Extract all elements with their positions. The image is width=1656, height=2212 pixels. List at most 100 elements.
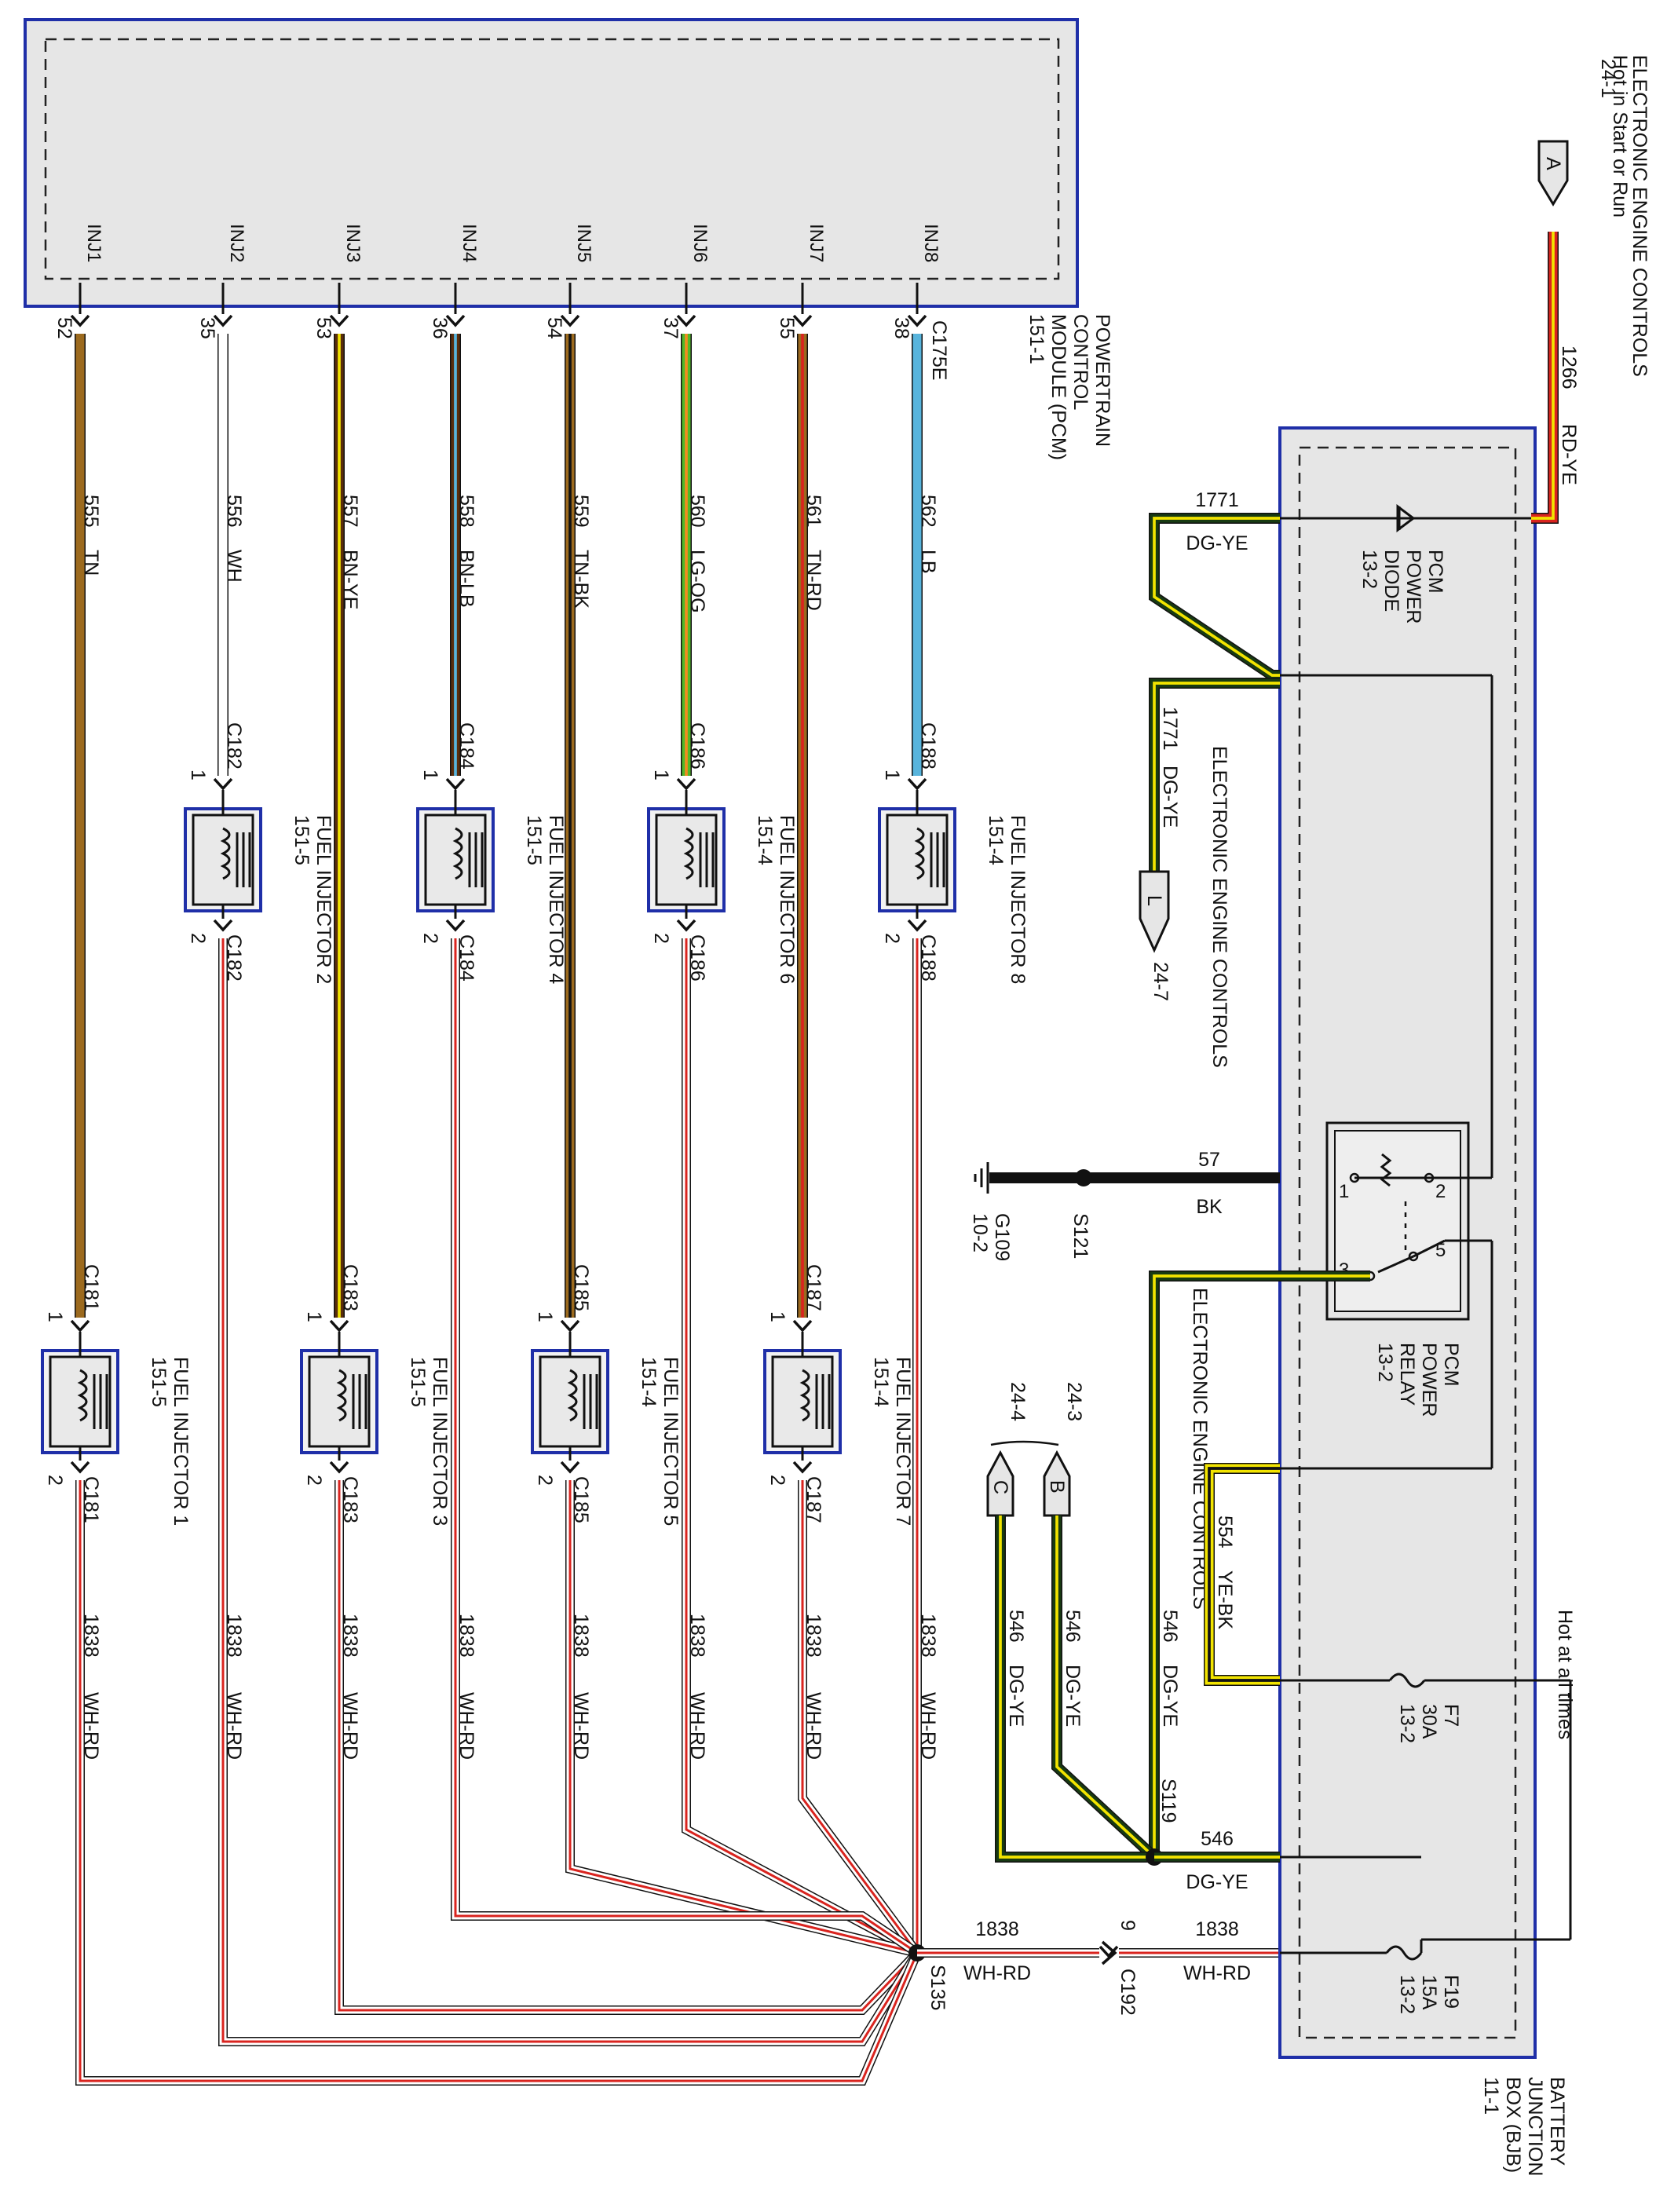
eec-c-page: 24-4	[1007, 1382, 1029, 1421]
inj-4-circuit-number: 558	[455, 495, 477, 528]
inj-5-circuit-number: 559	[570, 495, 592, 528]
wire-546-color-b: DG-YE	[1062, 1665, 1084, 1727]
g109-page: 10-2	[969, 1213, 991, 1252]
f7-name-line-1: 30A	[1418, 1704, 1440, 1739]
inj-1-conn1: C181	[80, 1264, 102, 1311]
wire-57-number: 57	[1198, 1149, 1220, 1171]
wire-57-color: BK	[1196, 1196, 1223, 1218]
eec-a-page: 24-1	[1597, 59, 1619, 98]
diode-name-line-1: POWER	[1402, 550, 1424, 623]
inj-4-pcm-pin: 36	[429, 317, 451, 339]
inj-1-pcm-pin: 52	[53, 317, 75, 339]
wire-1771-color: DG-YE	[1186, 532, 1248, 554]
inj-7-pin2: 2	[766, 1475, 788, 1486]
inj-5-conn1: C185	[570, 1264, 592, 1311]
wire-554-number: 554	[1214, 1515, 1236, 1548]
inj-2-coil-icon	[220, 827, 231, 880]
inj-1-return-circuit: 1838	[80, 1614, 102, 1658]
wire-1771-number-b: 1771	[1159, 707, 1181, 751]
inj-2-circuit-color: WH	[223, 550, 245, 583]
relay-name-line-1: POWER	[1418, 1343, 1440, 1417]
inj-6-pin-name: INJ6	[689, 224, 711, 262]
inj-2-return-color: WH-RD	[223, 1692, 245, 1760]
relay-pin1: 1	[1339, 1181, 1349, 1202]
wire-1771-a-stripe	[1153, 517, 1280, 677]
pcm-power-relay-outer	[1325, 1121, 1470, 1321]
inj-8-pin1: 1	[881, 770, 903, 781]
inj-5-pcm-pin: 54	[543, 317, 565, 339]
inj-1-return-color: WH-RD	[80, 1692, 102, 1760]
pcm-connector-c175e: C175E	[928, 320, 950, 380]
hot-at-all-times-label: Hot at all times	[1554, 1610, 1576, 1739]
inj-5-circuit-color: TN-BK	[570, 550, 592, 609]
inj-1-circuit-number: 555	[80, 495, 102, 528]
inj-8-pin-name: INJ8	[920, 224, 941, 262]
inj-3-return-circuit: 1838	[339, 1614, 361, 1658]
wire-1771-b-stripe	[1153, 682, 1280, 872]
pcm-module-internal	[44, 38, 1060, 280]
eec-a-title-line-0: ELECTRONIC ENGINE CONTROLS	[1629, 55, 1651, 377]
inj-3-pcm-pin: 53	[313, 317, 334, 339]
inj-2-pin-name: INJ2	[226, 224, 247, 262]
inj-5-c1-arrow	[560, 1319, 580, 1333]
wire-546-color-a: DG-YE	[1159, 1665, 1181, 1727]
inj-7-return-color: WH-RD	[802, 1692, 824, 1760]
inj-8-return-circuit: 1838	[917, 1614, 939, 1658]
inj-3-return-wire-stripe	[338, 1480, 919, 2012]
inj-2-c2-arrow	[213, 919, 233, 932]
inj-5-coil-icon	[567, 1369, 578, 1422]
inj-7-return-wire-stripe	[801, 1480, 919, 1954]
inj-7-injector-name: FUEL INJECTOR 7	[892, 1357, 914, 1526]
relay-name-line-3: 13-2	[1374, 1343, 1396, 1382]
inj-6-circuit-number: 560	[686, 495, 708, 528]
inj-7-circuit-color: TN-RD	[802, 550, 824, 611]
inj-1-c1-arrow	[70, 1319, 90, 1333]
eec-a-subtitle: Hot in Start or Run	[1609, 55, 1631, 218]
relay-switch-arm	[1377, 1255, 1414, 1274]
relay-name-line-2: RELAY	[1396, 1343, 1418, 1406]
inj-4-c1-arrow	[445, 777, 466, 791]
inj-3-circuit-color: BN-YE	[339, 550, 361, 609]
inj-8-circuit-color: LB	[917, 550, 939, 574]
pcm-name-line-0: POWERTRAIN	[1091, 314, 1113, 447]
wire-1838-label-a: 1838	[975, 1918, 1019, 1940]
inj-4-pcm-arrow	[445, 314, 466, 327]
inj-7-return-circuit: 1838	[802, 1614, 824, 1658]
inj-3-injector-name: FUEL INJECTOR 3	[429, 1357, 451, 1526]
inj-8-pcm-arrow	[907, 314, 927, 327]
inj-5-pin2: 2	[534, 1475, 556, 1486]
inj-6-pin1: 1	[650, 770, 672, 781]
inj-8-coil-icon	[914, 827, 925, 880]
inj-1-pin-name: INJ1	[83, 224, 104, 262]
inj-5-return-color: WH-RD	[570, 1692, 592, 1760]
inj-7-pin-name: INJ7	[806, 224, 827, 262]
inj-4-circuit-color: BN-LB	[455, 550, 477, 608]
wire-1266-number: 1266	[1558, 346, 1580, 389]
wire-1771-color-b: DG-YE	[1159, 766, 1181, 828]
inj-6-pcm-arrow	[676, 314, 696, 327]
eec-b-page: 24-3	[1063, 1382, 1085, 1421]
inj-4-coil-icon	[452, 827, 463, 880]
inj-1-pin1: 1	[44, 1311, 66, 1322]
relay-pin1-dot	[1349, 1172, 1360, 1183]
wire-546-number-a: 546	[1159, 1610, 1181, 1643]
eec-l-letter: L	[1143, 895, 1165, 906]
eec-b-letter: B	[1046, 1480, 1068, 1494]
f7-name-line-2: 13-2	[1396, 1704, 1418, 1743]
inj-4-return-circuit: 1838	[455, 1614, 477, 1658]
inj-7-conn1: C187	[802, 1264, 824, 1311]
inj-1-return-wire-base	[76, 1480, 921, 2085]
inj-6-c1-arrow	[676, 777, 696, 791]
inj-1-injector-name: FUEL INJECTOR 1	[170, 1357, 192, 1526]
inj-7-pin1: 1	[766, 1311, 788, 1322]
eec-c-connector	[986, 1450, 1014, 1517]
pcm-name-line-3: 151-1	[1025, 314, 1047, 364]
inj-3-conn1: C183	[339, 1264, 361, 1311]
inj-6-pcm-pin: 37	[660, 317, 682, 339]
inj-5-c2-arrow	[560, 1461, 580, 1474]
inj-5-return-wire-stripe	[568, 1480, 918, 1954]
inj-6-circuit-color: LG-OG	[686, 550, 708, 613]
inj-5-pin1: 1	[534, 1311, 556, 1322]
inj-2-pin2: 2	[187, 933, 209, 944]
